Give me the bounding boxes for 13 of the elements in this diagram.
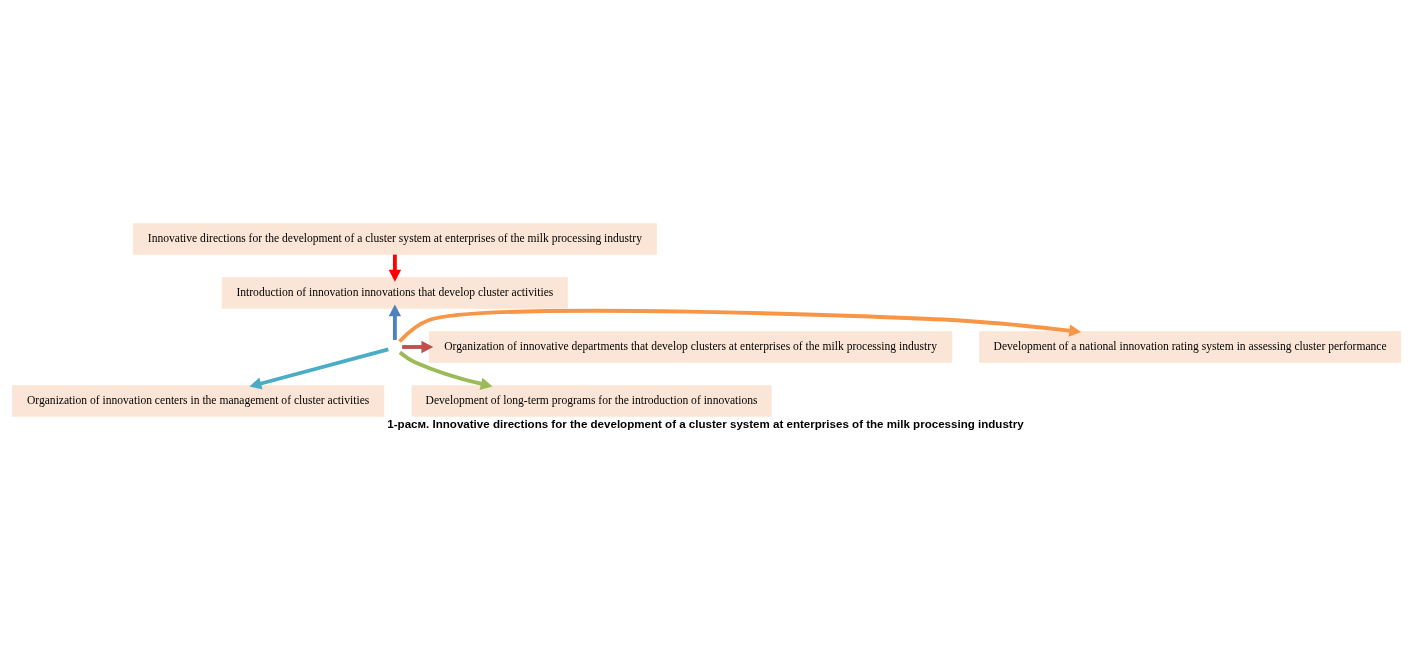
arrow — [249, 347, 389, 390]
node-box: Introduction of innovation innovations that develop cluster activities — [221, 277, 568, 309]
caption: 1-расм. Innovative directions for the development of a cluster system at enterprises of the milk processing industry — [387, 417, 1024, 430]
arrow — [398, 308, 1082, 343]
node-box: Organization of innovation centers in the management of cluster activities — [12, 385, 385, 417]
arrow — [388, 304, 402, 340]
node-box: Organization of innovative departments that develop clusters at enterprises of the milk processing industry — [428, 331, 953, 363]
node-box: Development of long-term programs for the introduction of innovations — [411, 385, 772, 417]
arrow — [402, 340, 434, 354]
arrow — [388, 254, 402, 282]
node-box: Innovative directions for the development of a cluster system at enterprises of the milk processing industry — [132, 223, 657, 255]
node-box: Development of a national innovation rating system in assessing cluster performance — [979, 331, 1401, 363]
arrow — [398, 350, 493, 390]
